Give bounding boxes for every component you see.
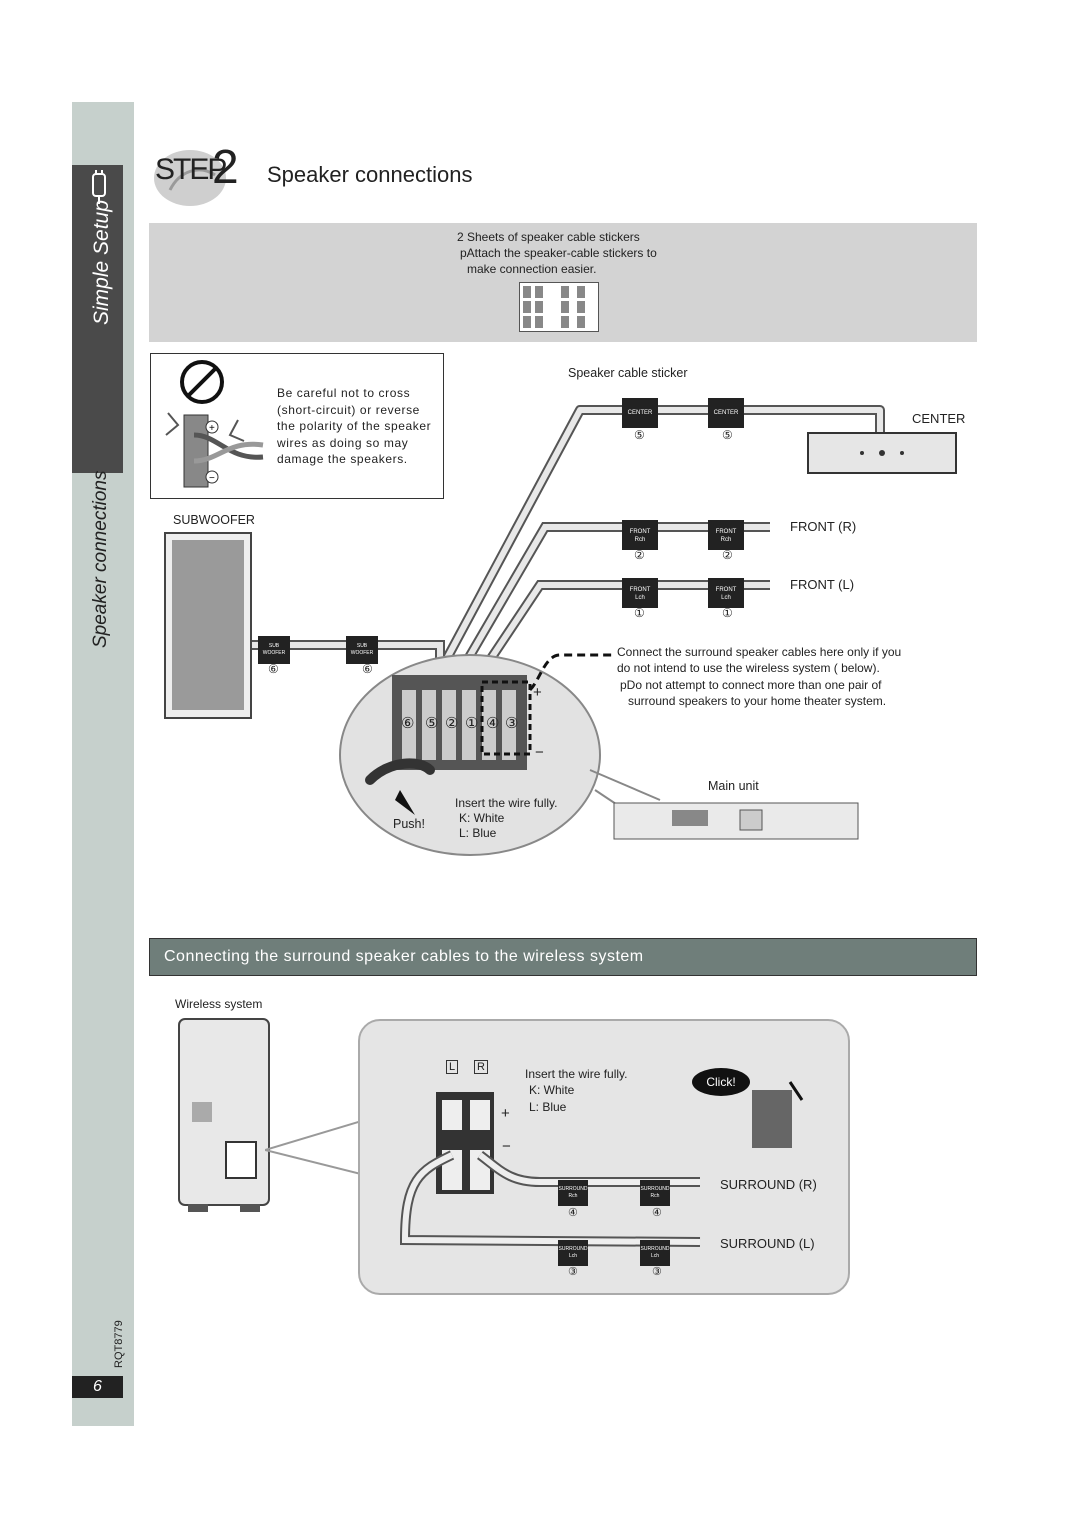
label-main-unit: Main unit [708, 779, 759, 793]
sticker-tag-center-2-num: ⑤ [722, 428, 733, 442]
label-insert-wire: Insert the wire fully. [455, 796, 558, 810]
sticker-tag-surround-l-1-num: ③ [568, 1266, 578, 1278]
label-front-l: FRONT (L) [790, 577, 855, 592]
hand-icon [154, 150, 226, 206]
wireless-wiring [399, 1081, 804, 1247]
sticker-tag-center-1-num: ⑤ [634, 428, 645, 442]
wireless-system-unit [178, 1018, 270, 1212]
terminal-number-6: ⑥ [401, 715, 415, 732]
terminal-label-l: L [446, 1060, 459, 1074]
plus-symbol: + [533, 684, 542, 701]
wireless-plus-symbol: + [501, 1105, 510, 1122]
document-code: RQT8779 [113, 1320, 125, 1368]
terminal-number-4: ④ [486, 715, 500, 732]
terminal-number-3: ③ [505, 715, 519, 732]
terminal-number-5: ⑤ [425, 715, 439, 732]
sticker-tag-front-l-1-num: ① [634, 606, 645, 620]
sticker-tag-surround-r-1-num: ④ [568, 1207, 578, 1219]
svg-text:+: + [209, 423, 215, 434]
sticker-tag-surround-r-2-num: ④ [652, 1207, 662, 1219]
label-front-r: FRONT (R) [790, 519, 857, 534]
label-wireless-system: Wireless system [175, 997, 263, 1011]
step-number: 2 [212, 141, 239, 194]
sticker-text-line2: pAttach the speaker-cable stickers to [460, 246, 657, 260]
sticker-tag-front-l-2-num: ① [722, 606, 733, 620]
sticker-tag-center-2: CENTER [708, 398, 744, 428]
side-tab-highlight [72, 165, 123, 473]
sticker-tag-front-r-2-num: ② [722, 548, 733, 562]
surround-note-1: Connect the surround speaker cables here… [617, 645, 902, 659]
sticker-tag-surround-l-2-num: ③ [652, 1266, 662, 1278]
surround-note-3: pDo not attempt to connect more than one… [620, 678, 882, 692]
wireless-callout [265, 1120, 365, 1176]
terminal-number-2: ② [445, 715, 459, 732]
page-title: Speaker connections [267, 162, 473, 187]
svg-text:−: − [209, 473, 215, 484]
wireless-section-heading: Connecting the surround speaker cables t… [149, 938, 977, 976]
plug-icon [92, 170, 106, 204]
sticker-tag-front-r-1-num: ② [634, 548, 645, 562]
label-subwoofer: SUBWOOFER [173, 513, 255, 527]
sticker-tag-sub-2-num: ⑥ [362, 662, 373, 676]
prohibited-icon [180, 360, 224, 404]
page-number: 6 [72, 1376, 123, 1398]
label-center: CENTER [912, 411, 966, 426]
step-word: STEP [155, 153, 227, 186]
wireless-minus-symbol: − [502, 1138, 511, 1155]
label-surround-l: SURROUND (L) [720, 1236, 815, 1251]
wireless-insert-wire: Insert the wire fully. [525, 1067, 628, 1081]
crossed-wires-icon: + − [165, 412, 264, 488]
minus-symbol: − [535, 744, 544, 761]
label-surround-r: SURROUND (R) [720, 1177, 817, 1192]
terminal-label-r: R [474, 1060, 488, 1074]
surround-note-4: surround speakers to your home theater s… [628, 694, 887, 708]
wireless-wire-white: K: White [529, 1083, 575, 1097]
sticker-tag-sub-1-num: ⑥ [268, 662, 279, 676]
sticker-tag-center-1: CENTER [622, 398, 658, 428]
terminal-number-1: ① [465, 715, 479, 732]
warning-text: Be careful not to cross (short-circuit) … [277, 386, 432, 466]
sticker-text-line1: 2 Sheets of speaker cable stickers [457, 230, 640, 244]
sticker-sheet-icon [519, 282, 599, 332]
wiring-diagram [164, 405, 957, 856]
section-label-simple-setup: Simple Setup [90, 200, 113, 325]
label-wire-blue: L: Blue [459, 826, 497, 840]
section-label-speaker-connections: Speaker connections [90, 470, 111, 648]
label-wire-white: K: White [459, 811, 505, 825]
surround-note-2: do not intend to use the wireless system… [617, 661, 880, 675]
click-bubble: Click! [692, 1068, 750, 1096]
label-push: Push! [393, 817, 425, 831]
wireless-wire-blue: L: Blue [529, 1100, 567, 1114]
sticker-text-line3: make connection easier. [467, 262, 597, 276]
label-speaker-cable-sticker: Speaker cable sticker [568, 366, 688, 380]
